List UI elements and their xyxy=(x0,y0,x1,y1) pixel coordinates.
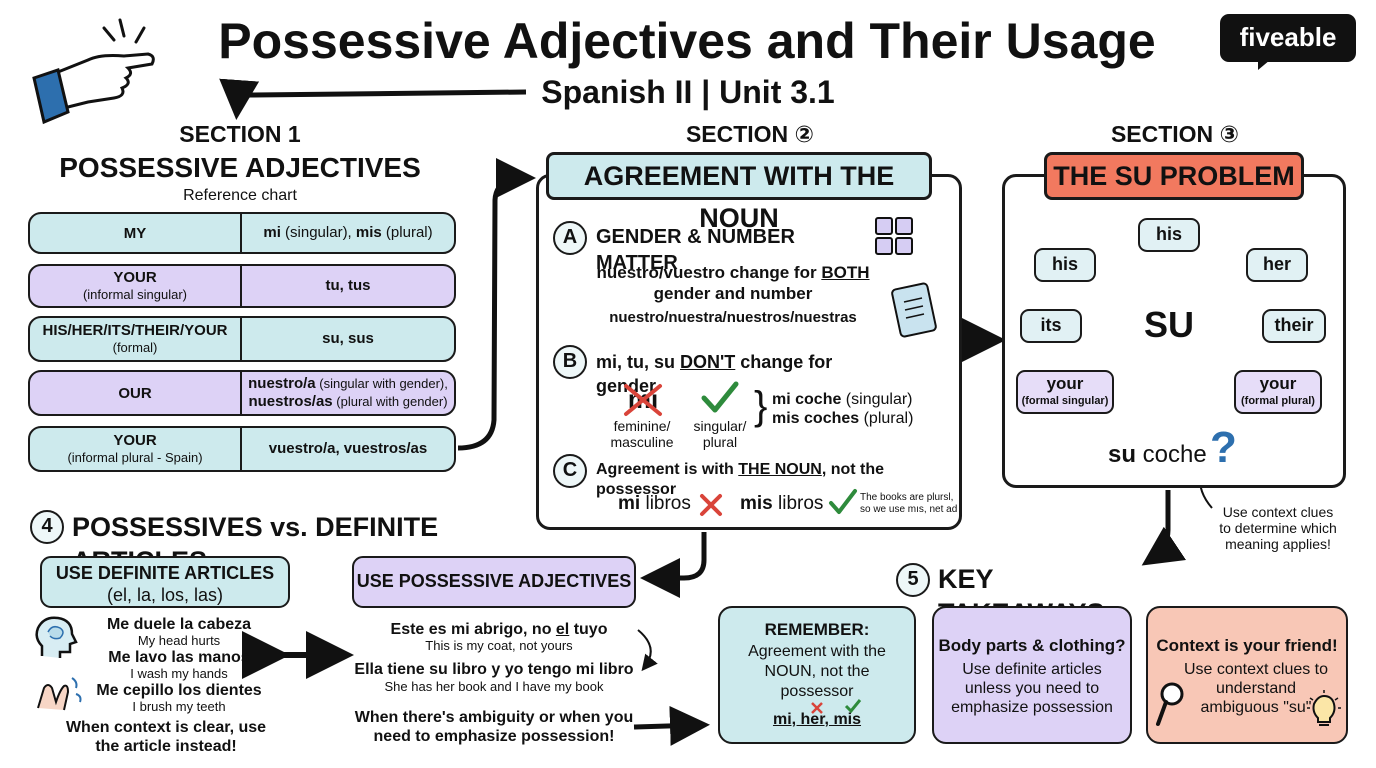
cross-icon xyxy=(810,701,824,715)
section1-title: POSSESSIVE ADJECTIVES xyxy=(59,152,421,183)
caption-number: singular/ plural xyxy=(693,418,747,450)
chart-row-pronoun: HIS/HER/ITS/THEIR/YOUR(formal) xyxy=(30,318,242,360)
cross-icon xyxy=(698,492,724,518)
meaning-his: his xyxy=(1034,248,1096,282)
question-mark-icon: ? xyxy=(1210,423,1237,472)
article-example: Me duele la cabeza xyxy=(106,616,252,633)
chart-row-pronoun: MY xyxy=(30,214,242,252)
meaning-your-formal-plural: your (formal plural) xyxy=(1234,370,1322,414)
page-subtitle: Spanish II | Unit 3.1 xyxy=(541,74,835,110)
section3-label: SECTION ③ xyxy=(1110,121,1240,147)
wrong-example: mi libros xyxy=(618,493,691,514)
meaning-her: her xyxy=(1246,248,1308,282)
chart-row-forms: vuestro/a, vuestros/as xyxy=(268,440,428,457)
section4-number: 4 xyxy=(30,510,64,544)
section2-title: AGREEMENT WITH THE NOUN xyxy=(546,152,932,233)
chart-row: YOUR(informal plural - Spain) vuestro/a, … xyxy=(28,426,456,472)
section3-title: THE SU PROBLEM xyxy=(1044,152,1304,200)
caption-gender: feminine/ masculine xyxy=(610,418,674,450)
meaning-their: their xyxy=(1262,309,1326,343)
step-c-note: The books are plursl, so we use mıs, net… xyxy=(860,492,958,515)
chart-row: MY mi (singular), mis (plural) xyxy=(28,212,456,254)
step-a-line2: gender and number xyxy=(653,284,813,303)
section4-title: POSSESSIVES vs. DEFINITE ARTICLES xyxy=(72,512,439,576)
article-translation: I wash my hands xyxy=(130,666,228,681)
step-c-badge: C xyxy=(553,454,587,488)
check-icon xyxy=(700,380,740,416)
article-example: Me cepillo los dientes xyxy=(96,682,262,699)
chart-row: YOUR(informal singular) tu, tus xyxy=(28,264,456,308)
head-icon xyxy=(32,614,78,662)
step-a-line1: nuestro/vuestro change for BOTH xyxy=(596,263,870,282)
cross-icon xyxy=(620,382,666,418)
possessive-example-1: Este es mi abrigo, no el tuyo xyxy=(390,621,608,638)
chart-row-forms: su, sus xyxy=(322,330,374,347)
meaning-its: its xyxy=(1020,309,1082,343)
brace: } xyxy=(754,384,768,428)
chart-row-forms: tu, tus xyxy=(325,277,371,294)
step-b-heading: mi, tu, su DON'T change for gender xyxy=(596,352,833,396)
fiveable-logo: fiveable xyxy=(1220,14,1356,70)
su-example: su coche xyxy=(1108,441,1207,468)
section1-label: SECTION 1 xyxy=(179,121,301,147)
step-c-heading: Agreement is with THE NOUN, not the poss… xyxy=(596,461,885,498)
page-title: Possessive Adjectives and Their Usage xyxy=(218,13,1156,69)
section2-label: SECTION ② xyxy=(685,121,815,147)
chart-row-forms: mi (singular), mis (plural) xyxy=(263,224,433,241)
chart-row: HIS/HER/ITS/THEIR/YOUR(formal) su, sus xyxy=(28,316,456,362)
takeaway-remember: REMEMBER: Agreement with the NOUN, not t… xyxy=(718,606,916,744)
possessive-rule: When there's ambiguity or when you need … xyxy=(354,709,634,745)
grid-icon xyxy=(874,216,914,256)
step-a-heading: GENDER & NUMBER MATTER xyxy=(596,226,795,274)
right-example: mis libros xyxy=(740,493,824,514)
step-a-badge: A xyxy=(553,221,587,255)
section1-caption: Reference chart xyxy=(183,187,297,204)
example-plural: mis coches (plural) xyxy=(772,410,914,427)
pointing-hand-icon xyxy=(28,12,158,134)
chart-row-pronoun: OUR xyxy=(30,372,242,414)
possessive-translation-2: She has her book and I have my book xyxy=(384,679,604,694)
chart-row-pronoun: YOUR(informal singular) xyxy=(30,266,242,306)
su-center: SU xyxy=(1143,304,1194,345)
takeaway-context: Context is your friend! Use context clue… xyxy=(1146,606,1348,744)
notebook-icon xyxy=(886,282,938,340)
takeaway-body-parts: Body parts & clothing? Use definite arti… xyxy=(932,606,1132,744)
possessive-example-2: Ella tiene su libro y yo tengo mi libro xyxy=(354,661,634,678)
check-icon xyxy=(828,488,858,516)
check-icon xyxy=(844,698,862,714)
chart-row-forms: nuestro/a (singular with gender),nuestro… xyxy=(248,375,448,410)
article-translation: I brush my teeth xyxy=(132,699,226,714)
meaning-his-top: his xyxy=(1138,218,1200,252)
lightbulb-icon xyxy=(1306,690,1342,730)
possessive-translation-1: This is my coat, not yours xyxy=(425,638,573,653)
step-b-badge: B xyxy=(553,345,587,379)
section5-number: 5 xyxy=(896,563,930,597)
article-translation: My head hurts xyxy=(137,633,221,648)
example-singular: mi coche (singular) xyxy=(772,391,913,408)
magnifier-icon xyxy=(1154,680,1188,728)
possessive-box: USE POSSESSIVE ADJECTIVES xyxy=(352,556,636,608)
meaning-your-formal-singular: your (formal singular) xyxy=(1016,370,1114,414)
article-example: Me lavo las manos xyxy=(108,649,250,666)
su-hint: Use context clues to determine which mea… xyxy=(1219,504,1337,552)
hands-icon xyxy=(32,672,84,714)
article-rule: When context is clear, use the article i… xyxy=(65,719,267,755)
chart-row-pronoun: YOUR(informal plural - Spain) xyxy=(30,428,242,470)
step-a-line3: nuestro/nuestra/nuestros/nuestras xyxy=(609,309,857,326)
articles-box: USE DEFINITE ARTICLES (el, la, los, las) xyxy=(40,556,290,608)
